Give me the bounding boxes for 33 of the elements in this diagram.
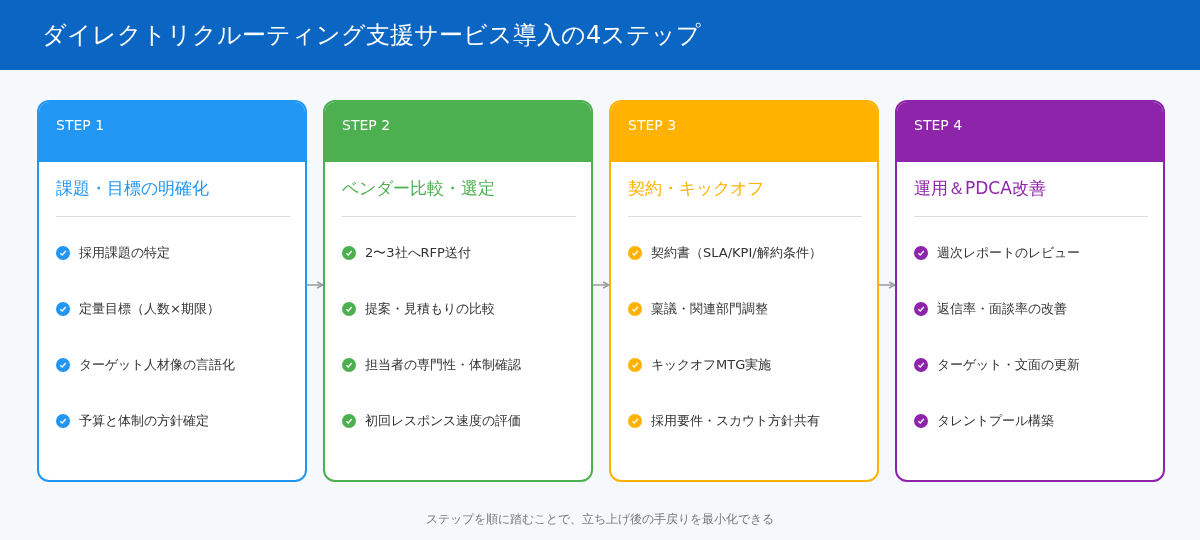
checklist-item: 採用課題の特定 bbox=[79, 244, 171, 262]
step-header: STEP 3 bbox=[611, 102, 877, 162]
checklist-item: 週次レポートのレビュー bbox=[937, 244, 1081, 262]
caption: ステップを順に踏むことで、立ち上げ後の手戻りを最小化できる bbox=[426, 512, 774, 526]
checklist-item: 返信率・面談率の改善 bbox=[937, 300, 1068, 318]
step-title: 運用＆PDCA改善 bbox=[914, 177, 1047, 200]
checklist-item: 稟議・関連部門調整 bbox=[651, 300, 769, 318]
step-title: ベンダー比較・選定 bbox=[342, 177, 496, 200]
step-title: 契約・キックオフ bbox=[628, 177, 765, 200]
checklist-item: タレントプール構築 bbox=[937, 412, 1055, 430]
checklist-item: 予算と体制の方針確定 bbox=[79, 412, 210, 430]
checklist-item: 担当者の専門性・体制確認 bbox=[365, 356, 522, 374]
checklist-item: 契約書（SLA/KPI/解約条件） bbox=[651, 244, 823, 262]
step-card bbox=[895, 100, 1165, 482]
step-card bbox=[609, 100, 879, 482]
arrow bbox=[878, 281, 896, 289]
step-header: STEP 4 bbox=[897, 102, 1163, 162]
checklist-item: 2〜3社へRFP送付 bbox=[365, 244, 472, 262]
step-header: STEP 1 bbox=[39, 102, 305, 162]
checklist-item: 提案・見積もりの比較 bbox=[365, 300, 496, 318]
arrow bbox=[592, 281, 610, 289]
title: ダイレクトリクルーティング支援サービス導入の4ステップ bbox=[42, 20, 702, 51]
checklist-item: ターゲット・文面の更新 bbox=[937, 356, 1081, 374]
arrow bbox=[306, 281, 324, 289]
step-header: STEP 2 bbox=[325, 102, 591, 162]
checklist-item: キックオフMTG実施 bbox=[651, 356, 773, 374]
checklist-item: 初回レスポンス速度の評価 bbox=[365, 412, 522, 430]
checklist-item: 定量目標（人数×期限） bbox=[79, 300, 221, 318]
checklist-item: 採用要件・スカウト方針共有 bbox=[651, 412, 821, 430]
checklist-item: ターゲット人材像の言語化 bbox=[79, 356, 236, 374]
step-card bbox=[323, 100, 593, 482]
step-card bbox=[37, 100, 307, 482]
step-title: 課題・目標の明確化 bbox=[56, 177, 210, 200]
